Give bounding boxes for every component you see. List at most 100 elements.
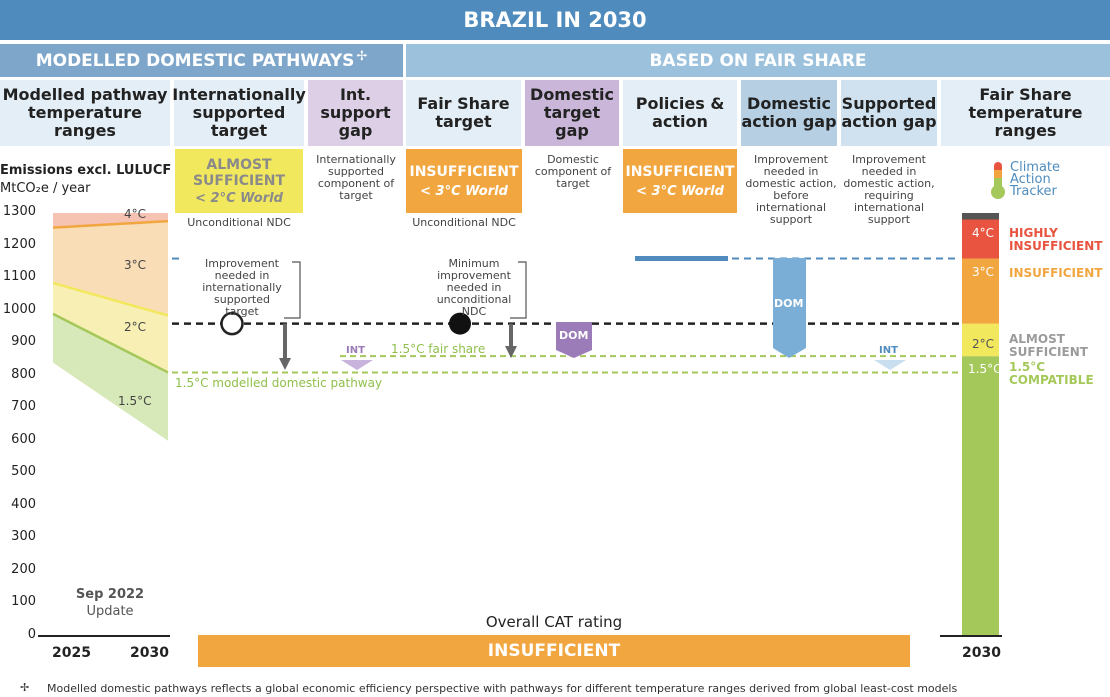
y-tick-label: 1300 — [2, 204, 36, 219]
fair-share-bar — [962, 213, 999, 636]
dom-target-label: DOM — [559, 329, 589, 342]
bracket-min — [510, 261, 527, 319]
y-tick-label: 600 — [11, 431, 36, 447]
rating-policies: INSUFFICIENT < 3°C World — [623, 149, 737, 213]
col-fs-ranges: Fair Share temperature ranges — [941, 80, 1110, 146]
y-tick-label: 0 — [27, 627, 36, 642]
note-improvement-intl: Improvement needed in internationally su… — [202, 257, 282, 318]
fs-rating-insufficient: INSUFFICIENT — [1009, 266, 1103, 280]
y-tick-label: 100 — [11, 594, 36, 610]
rating-fair-share: INSUFFICIENT < 3°C World — [406, 149, 522, 213]
y-tick-label: 500 — [11, 464, 36, 480]
arrow-head-min — [505, 346, 517, 358]
fs-temp-2c: 2°C — [972, 337, 995, 351]
fs-bar-segment — [962, 323, 999, 357]
col-dom-target-gap: Domestic target gap — [525, 80, 619, 146]
modelled-boundary-line — [52, 281, 169, 317]
rating-policies-world: < 3°C World — [636, 183, 724, 199]
thermometer-icon — [988, 160, 1008, 200]
y-tick-label: 400 — [11, 496, 36, 512]
col-int-gap: Int. support gap — [308, 80, 403, 146]
col-int-gap-label: Int. support gap — [320, 85, 391, 140]
overall-label: Overall CAT rating — [485, 613, 623, 631]
modelled-range-area — [53, 282, 168, 373]
dom-target-arrow — [556, 322, 592, 358]
col-dom-target-gap-label: Domestic target gap — [530, 85, 614, 140]
band-fair-share: BASED ON FAIR SHARE — [406, 44, 1110, 77]
note-minimum-improvement: Minimum improvement needed in unconditio… — [436, 257, 512, 318]
col-intl-target-label: Internationally supported target — [172, 85, 306, 140]
col-policies-label: Policies & action — [635, 94, 725, 131]
arrow-head-intl — [279, 358, 291, 370]
y-tick-label: 1100 — [2, 269, 36, 285]
chart-markers — [220, 258, 906, 370]
title-text: BRAZIL IN 2030 — [463, 8, 647, 32]
rating-fair-world: < 3°C World — [420, 183, 508, 199]
col-supported-gap-label: Supported action gap — [841, 94, 937, 131]
cat-logo: Climate Action Tracker — [1010, 160, 1061, 199]
col-fair-share-label: Fair Share target — [417, 94, 510, 131]
year-fs: 2030 — [962, 645, 1001, 661]
rating-intl-caption: Unconditional NDC — [187, 216, 291, 229]
int-action-label: INT — [879, 345, 898, 356]
note-supported-gap: Improvement needed in domestic action, r… — [843, 153, 935, 226]
intl-target-marker — [220, 311, 244, 336]
y-tick-label: 300 — [11, 529, 36, 545]
fs-temp-3c: 3°C — [972, 265, 995, 279]
axis-title: Emissions excl. LULUCF — [0, 163, 172, 178]
footnote-mark: ✢ — [20, 681, 30, 694]
fs-rating-compatible: 1.5°C COMPATIBLE — [1009, 360, 1094, 387]
overall-rating-value: INSUFFICIENT — [487, 641, 621, 661]
int-target-label: INT — [346, 345, 365, 356]
rating-intl-world: < 2°C World — [195, 190, 283, 206]
band-left-label: MODELLED DOMESTIC PATHWAYS — [35, 50, 355, 71]
label-3c: 3°C — [124, 258, 147, 272]
col-fs-ranges-label: Fair Share temperature ranges — [968, 85, 1083, 140]
int-action-arrow — [874, 360, 906, 370]
logo-line1: Climate — [1010, 160, 1061, 175]
logo-line2: Action — [1010, 172, 1051, 187]
col-dom-action-gap-label: Domestic action gap — [741, 94, 837, 131]
rating-intl-line2: SUFFICIENT — [192, 172, 286, 189]
footnote-text: Modelled domestic pathways reflects a gl… — [47, 682, 958, 695]
fs-bar-segment — [962, 356, 999, 636]
axis-unit: MtCO₂e / year — [0, 181, 91, 196]
fs-rating-highly-insufficient: HIGHLY INSUFFICIENT — [1009, 226, 1103, 253]
fair-share-target-marker — [449, 312, 471, 335]
label-15c: 1.5°C — [118, 394, 152, 408]
col-fair-share: Fair Share target — [406, 80, 521, 146]
col-dom-action-gap: Domestic action gap — [741, 80, 837, 146]
modelled-boundary-line — [52, 219, 169, 229]
y-tick-label: 800 — [11, 366, 36, 382]
band-modelled-domestic: MODELLED DOMESTIC PATHWAYS ✢ — [0, 44, 403, 77]
note-dom-target-gap: Domestic component of target — [534, 153, 612, 190]
col-supported-gap: Supported action gap — [841, 80, 937, 146]
col-modelled-label: Modelled pathway temperature ranges — [2, 85, 168, 140]
y-tick-label: 700 — [11, 399, 36, 415]
col-policies: Policies & action — [623, 80, 737, 146]
fs-temp-4c: 4°C — [972, 226, 995, 240]
modelled-pathway-areas — [52, 213, 169, 441]
col-modelled: Modelled pathway temperature ranges — [0, 80, 170, 146]
dom-action-label: DOM — [774, 297, 804, 310]
bracket-intl — [284, 261, 301, 319]
rating-policies-line1: INSUFFICIENT — [625, 163, 735, 180]
band-left-mark: ✢ — [356, 49, 368, 64]
overall-rating-bar: INSUFFICIENT — [198, 635, 910, 667]
reference-lines — [172, 256, 960, 374]
fs-bar-segment — [962, 258, 999, 324]
modelled-boundary-line — [52, 312, 169, 374]
y-tick-label: 1200 — [2, 236, 36, 252]
fs-bar-segment — [962, 213, 999, 220]
modelled-range-area — [53, 221, 168, 316]
year-start: 2025 — [52, 645, 91, 661]
col-intl-target: Internationally supported target — [172, 80, 306, 146]
label-2c: 2°C — [124, 320, 147, 334]
year-end: 2030 — [130, 645, 169, 661]
page-title: BRAZIL IN 2030 — [0, 0, 1110, 40]
rating-intl-line1: ALMOST — [206, 156, 272, 173]
logo-line3: Tracker — [1010, 184, 1057, 199]
rating-intl-target: ALMOST SUFFICIENT < 2°C World — [175, 149, 303, 213]
note-dom-action-gap: Improvement needed in domestic action, b… — [745, 153, 837, 226]
